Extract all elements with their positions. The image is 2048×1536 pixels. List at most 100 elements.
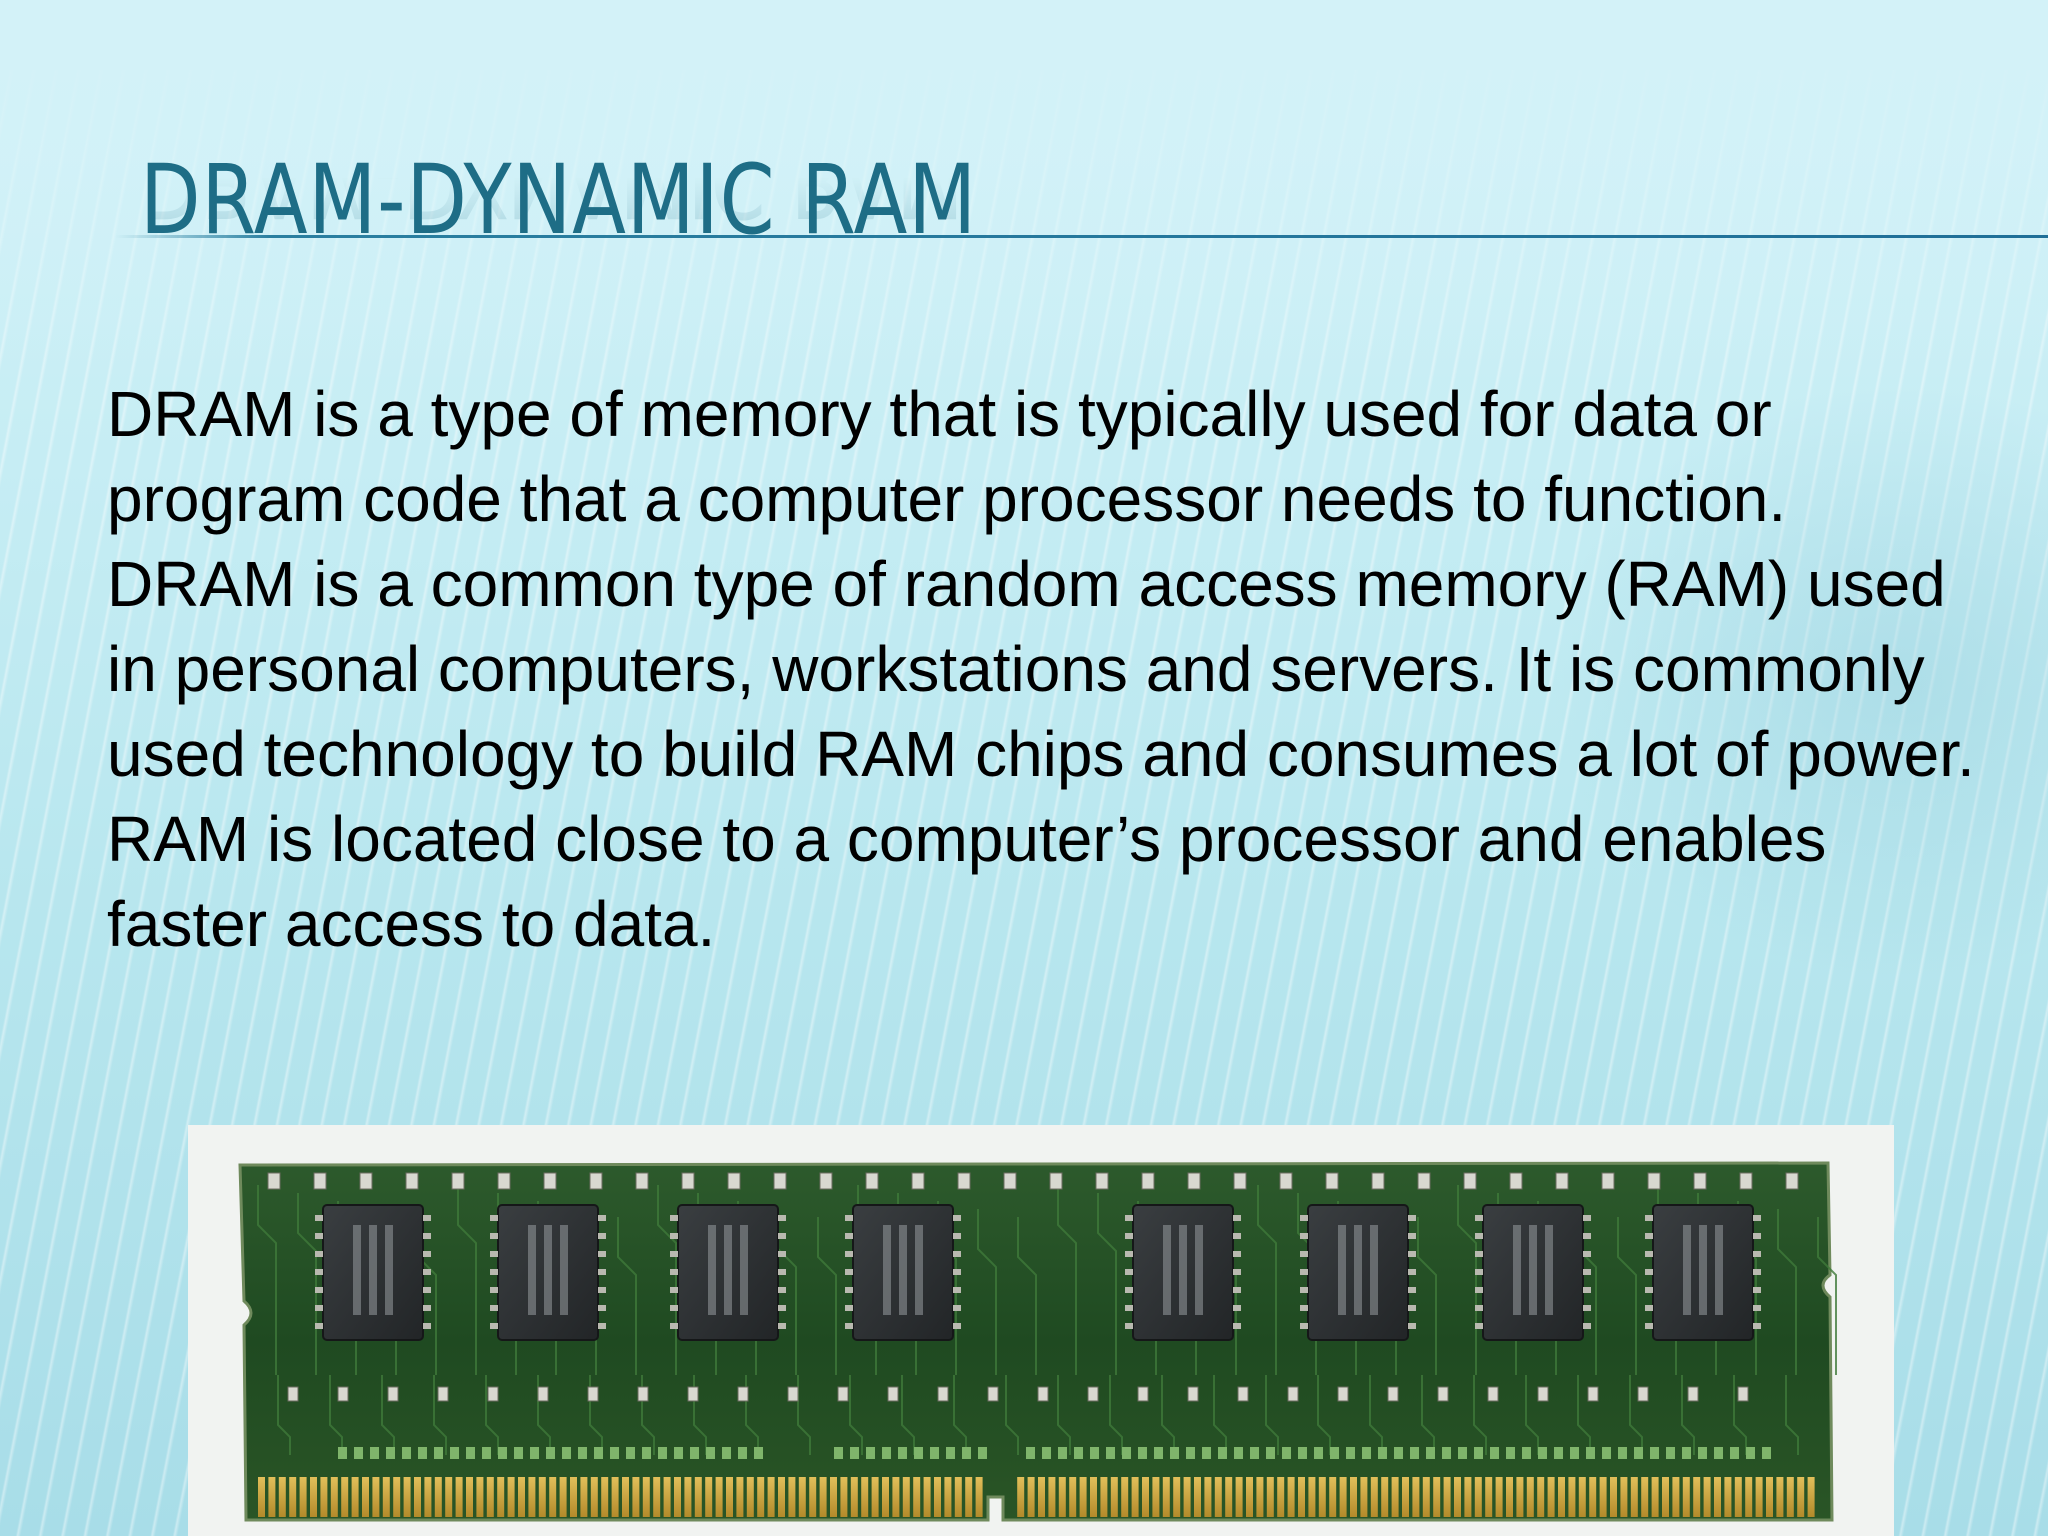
pcb-trace [1317, 1375, 1331, 1455]
gold-contact [1370, 1477, 1378, 1517]
smd-resistor [1049, 1172, 1063, 1190]
gold-contact [1287, 1477, 1295, 1517]
chip-pin [1583, 1251, 1591, 1257]
chip-pin [1300, 1251, 1308, 1257]
chip-pin [1475, 1305, 1483, 1311]
resistor-array [850, 1447, 859, 1459]
resistor-array [1234, 1447, 1243, 1459]
gold-contact [757, 1477, 765, 1517]
smd-resistor [543, 1172, 557, 1190]
chip-pin [315, 1323, 323, 1329]
pcb-trace [1109, 1375, 1123, 1455]
resistor-array [882, 1447, 891, 1459]
gold-contact [694, 1477, 702, 1517]
chip-pin [1233, 1233, 1241, 1239]
pcb-trace [849, 1375, 863, 1455]
gold-contact [1662, 1477, 1669, 1517]
chip-pin [670, 1305, 678, 1311]
chip-marking [915, 1225, 923, 1315]
resistor-array [434, 1447, 443, 1459]
resistor-array [1554, 1447, 1563, 1459]
gold-contact [1318, 1477, 1326, 1517]
resistor-array [914, 1447, 923, 1459]
chip-pin [315, 1287, 323, 1293]
gold-contact [1121, 1477, 1129, 1517]
chip-pin [1300, 1233, 1308, 1239]
resistor-array [1458, 1447, 1467, 1459]
gold-contact [1266, 1477, 1274, 1517]
gold-contact [1277, 1477, 1285, 1517]
gold-contact [778, 1477, 785, 1517]
smd-components [267, 1172, 1799, 1459]
chip-pin [845, 1269, 853, 1275]
chip-pin [845, 1323, 853, 1329]
chip-pin [1645, 1233, 1653, 1239]
chip-pin [1645, 1287, 1653, 1293]
resistor-array [754, 1447, 763, 1459]
gold-contact [330, 1477, 338, 1517]
smd-resistor [451, 1172, 465, 1190]
gold-contact [1807, 1477, 1815, 1517]
chip-pin [670, 1233, 678, 1239]
gold-contact [1069, 1477, 1077, 1517]
chip-pin [670, 1215, 678, 1221]
gold-contact [653, 1477, 661, 1517]
chip-pin [1475, 1251, 1483, 1257]
gold-contact [705, 1477, 713, 1517]
resistor-array [1202, 1447, 1211, 1459]
chip-marking [1513, 1225, 1521, 1315]
dram-module-illustration [238, 1161, 1837, 1522]
gold-contact [1797, 1477, 1805, 1517]
gold-contact [1412, 1477, 1420, 1517]
smd-resistor [1555, 1172, 1569, 1190]
gold-contact [1402, 1477, 1409, 1517]
smd-resistor [1601, 1172, 1615, 1190]
smd-capacitor [1037, 1386, 1049, 1402]
resistor-array [1138, 1447, 1147, 1459]
chip-pin [315, 1251, 323, 1257]
resistor-array [546, 1447, 555, 1459]
title-container: DRAM-DYNAMIC RAM [140, 150, 1161, 250]
gold-contact [1225, 1477, 1233, 1517]
chip-pin [1753, 1323, 1761, 1329]
chip-pin [953, 1305, 961, 1311]
resistor-array [834, 1447, 843, 1459]
pcb-trace [1617, 1217, 1637, 1375]
gold-contact [1214, 1477, 1222, 1517]
gold-contact [1194, 1477, 1201, 1517]
gold-contact [1298, 1477, 1305, 1517]
gold-contact [1100, 1477, 1108, 1517]
chip-pin [423, 1251, 431, 1257]
chip-pin [1408, 1251, 1416, 1257]
chip-pin [1753, 1215, 1761, 1221]
gold-contact [1454, 1477, 1461, 1517]
gold-contact [1755, 1477, 1763, 1517]
gold-contact [1339, 1477, 1347, 1517]
resistor-array [866, 1447, 875, 1459]
smd-resistor [681, 1172, 695, 1190]
resistor-array [578, 1447, 587, 1459]
gold-contact [486, 1477, 494, 1517]
smd-resistor [1785, 1172, 1799, 1190]
gold-contact [902, 1477, 910, 1517]
chip-pin [1125, 1287, 1133, 1293]
resistor-array [418, 1447, 427, 1459]
resistor-array [1218, 1447, 1227, 1459]
resistor-array [1442, 1447, 1451, 1459]
chip-pin [778, 1323, 786, 1329]
resistor-array [690, 1447, 699, 1459]
smd-resistor [1463, 1172, 1477, 1190]
title-reflection: DRAM-DYNAMIC RAM [140, 132, 964, 232]
gold-contact [424, 1477, 432, 1517]
pcb-trace [1733, 1375, 1747, 1455]
gold-contact [663, 1477, 671, 1517]
gold-contact [455, 1477, 463, 1517]
chip-pin [1753, 1233, 1761, 1239]
smd-capacitor [987, 1386, 999, 1402]
resistor-array [1682, 1447, 1691, 1459]
smd-resistor [1739, 1172, 1753, 1190]
gold-contact [1162, 1477, 1170, 1517]
smd-capacitor [1687, 1386, 1699, 1402]
chip-pin [1408, 1287, 1416, 1293]
pcb-trace [1817, 1217, 1837, 1375]
